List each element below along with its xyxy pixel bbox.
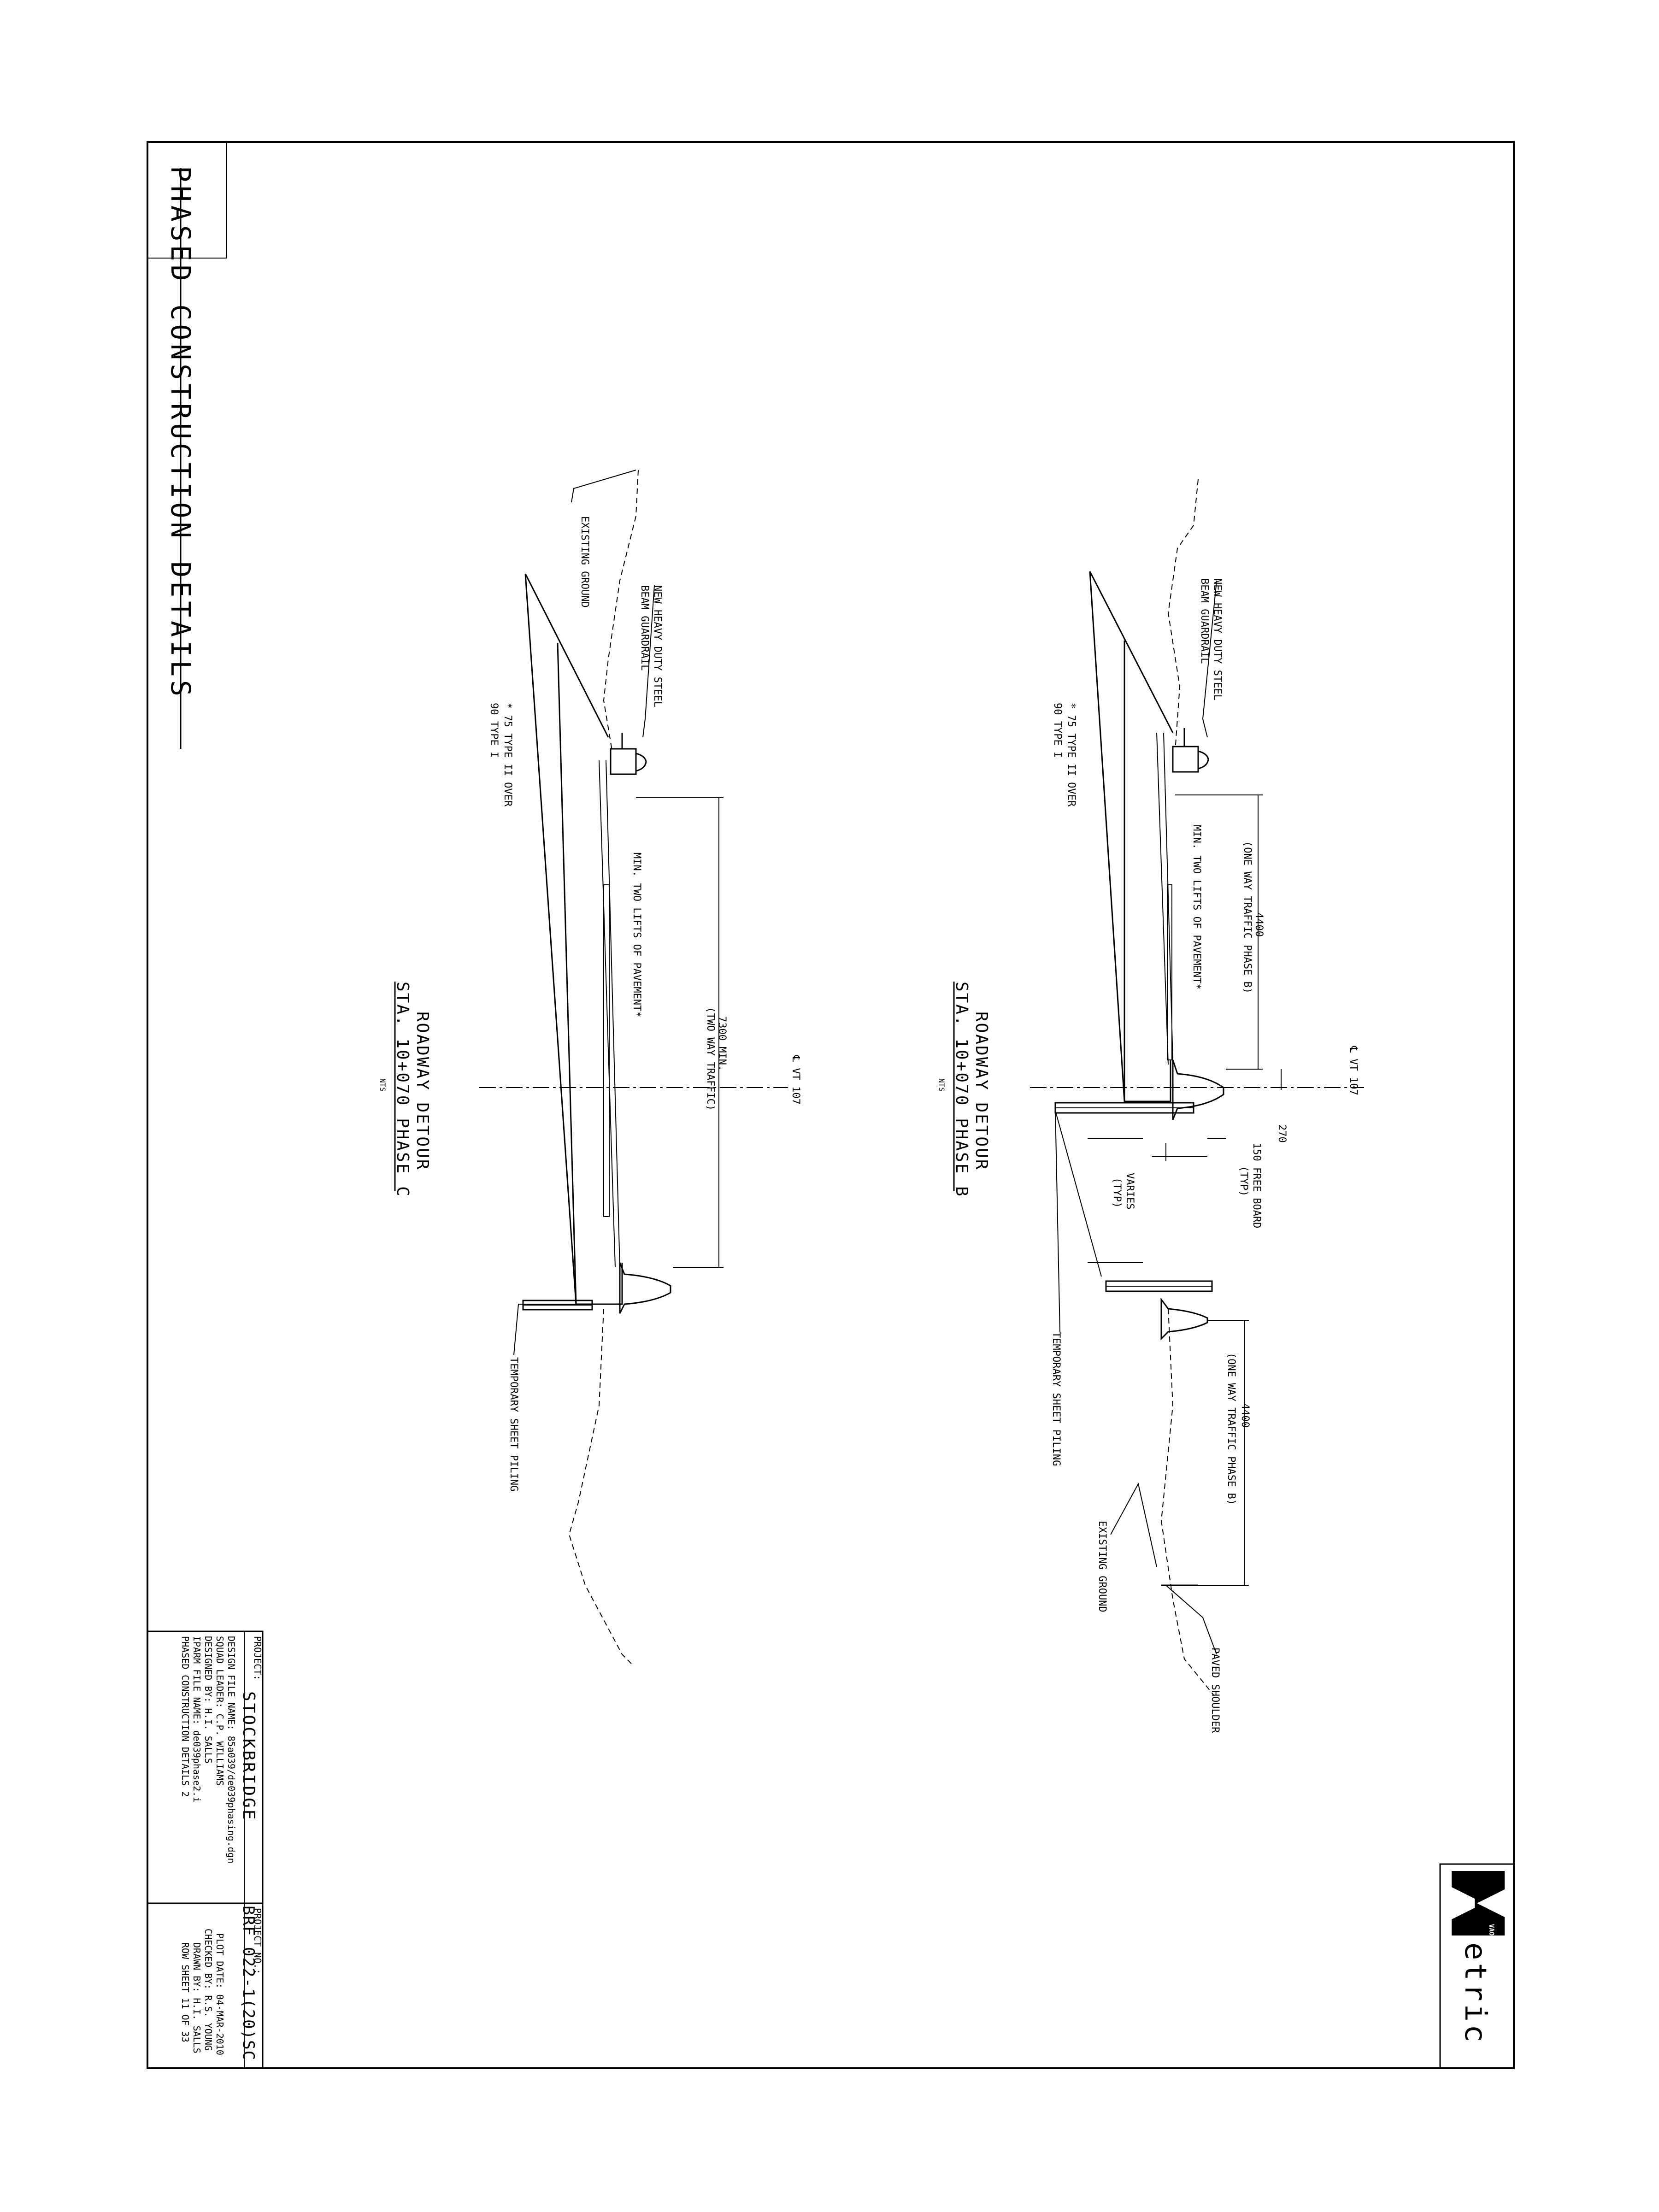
sheet-piling-label-c: TEMPORARY SHEET PILING [508, 1357, 519, 1491]
existing-ground-b-bottom [1160, 1308, 1215, 1696]
design-file: DESIGN FILE NAME: 85a039/de039phasing.dg… [226, 1636, 237, 1864]
logo-word: etric [1458, 1942, 1492, 2045]
existing-ground-c-top [603, 470, 639, 756]
lifts-label-b: MIN. TWO LIFTS OF PAVEMENT* [1191, 825, 1202, 990]
detail-title-b2: STA. 10+070 PHASE B [952, 982, 971, 1198]
varies-label-b1: VARIES [1124, 1173, 1135, 1209]
detail-title-b1: ROADWAY DETOUR [972, 1012, 991, 1171]
sheet-piling-label-b: TEMPORARY SHEET PILING [1050, 1332, 1062, 1466]
existing-ground-label-b: EXISTING GROUND [1096, 1521, 1108, 1612]
guardrail-c [610, 748, 637, 775]
detail-phase-b: NEW HEAVY DUTY STEEL BEAM GUARDRAIL * 75… [937, 479, 1364, 1733]
squad-leader: SQUAD LEADER: C.P. WILLIAMS [214, 1636, 225, 1786]
sheet-number: ROW SHEET 11 OF 33 [180, 1942, 191, 2042]
existing-ground-b-top [1167, 479, 1199, 752]
centerline-label-b: ℄ VT 107 [1347, 1046, 1359, 1095]
lifts-label-c: MIN. TWO LIFTS OF PAVEMENT* [631, 853, 642, 1018]
existing-ground-label-c: EXISTING GROUND [579, 516, 590, 608]
project-name: STOCKBRIDGE [239, 1691, 258, 1821]
concrete-barrier-b1 [1172, 1059, 1224, 1120]
lane-right-value-b: 4400 [1239, 1403, 1251, 1428]
designed-by: DESIGNED BY: H.I. SALLS [203, 1636, 214, 1764]
varies-label-b2: (TYP) [1111, 1177, 1123, 1208]
detail-title-c1: ROADWAY DETOUR [413, 1012, 432, 1171]
checked-by: CHECKED BY: R.S. YOUNG [203, 1929, 214, 2051]
guardrail-label-b2: BEAM GUARDRAIL [1199, 578, 1210, 664]
project-no: BRF 022-1(20)SC [239, 1906, 258, 2061]
offset-label-b: 270 [1276, 1124, 1288, 1143]
width-note-c: (TWO WAY TRAFFIC) [705, 1007, 716, 1111]
logo-badge: VAOT [1488, 1924, 1495, 1940]
roadway-section-c [524, 573, 623, 1305]
lane-left-note-b: (ONE WAY TRAFFIC PHASE B) [1241, 841, 1253, 994]
detail-scale-c: NTS [378, 1078, 387, 1092]
project-no-label: PROJECT NO.: [252, 1908, 263, 1975]
drawn-by: DRAWN BY: H.I. SALLS [191, 1942, 202, 2053]
pavement-note-b1: * 75 TYPE II OVER [1065, 703, 1077, 807]
pavement-note-c2: 90 TYPE I [488, 703, 500, 758]
detail-title-c2: STA. 10+070 PHASE C [393, 982, 412, 1198]
sheet-description: PHASED CONSTRUCTION DETAILS 2 [180, 1636, 191, 1797]
concrete-barrier-c [619, 1262, 671, 1314]
guardrail-label-b1: NEW HEAVY DUTY STEEL [1212, 578, 1223, 700]
sheet-border [147, 141, 1515, 2069]
vaot-metric-logo: VAOT etric [1439, 1863, 1515, 2069]
guardrail-b [1172, 746, 1199, 773]
plot-date: PLOT DATE: 04-MAR-2010 [214, 1933, 225, 2055]
detail-scale-b: NTS [937, 1078, 946, 1092]
existing-ground-c-bottom [568, 1308, 632, 1664]
iparm-file: IPARM FILE NAME: de039phase2.i [191, 1636, 202, 1802]
title-block: PROJECT: STOCKBRIDGE PROJECT NO.: BRF 02… [147, 1630, 264, 2069]
guardrail-label-c1: NEW HEAVY DUTY STEEL [652, 585, 663, 707]
paved-shoulder-label-b: PAVED SHOULDER [1209, 1647, 1221, 1733]
guardrail-label-c2: BEAM GUARDRAIL [639, 585, 650, 671]
pavement-note-b2: 90 TYPE I [1052, 703, 1063, 758]
width-value-c: 7300 MIN. [716, 1016, 728, 1071]
project-label: PROJECT: [252, 1636, 263, 1680]
freeboard-label-b2: (TYP) [1238, 1166, 1249, 1196]
lane-right-note-b: (ONE WAY TRAFFIC PHASE B) [1225, 1353, 1237, 1505]
roadway-section-b [1089, 571, 1171, 1102]
freeboard-label-b1: 150 FREE BOARD [1251, 1143, 1262, 1228]
pavement-note-c1: * 75 TYPE II OVER [502, 703, 513, 807]
detail-phase-c: EXISTING GROUND NEW HEAVY DUTY STEEL BEA… [378, 470, 801, 1664]
lane-left-value-b: 4400 [1253, 912, 1265, 937]
concrete-barrier-b2 [1160, 1297, 1208, 1341]
centerline-label-c: ℄ VT 107 [790, 1055, 801, 1105]
